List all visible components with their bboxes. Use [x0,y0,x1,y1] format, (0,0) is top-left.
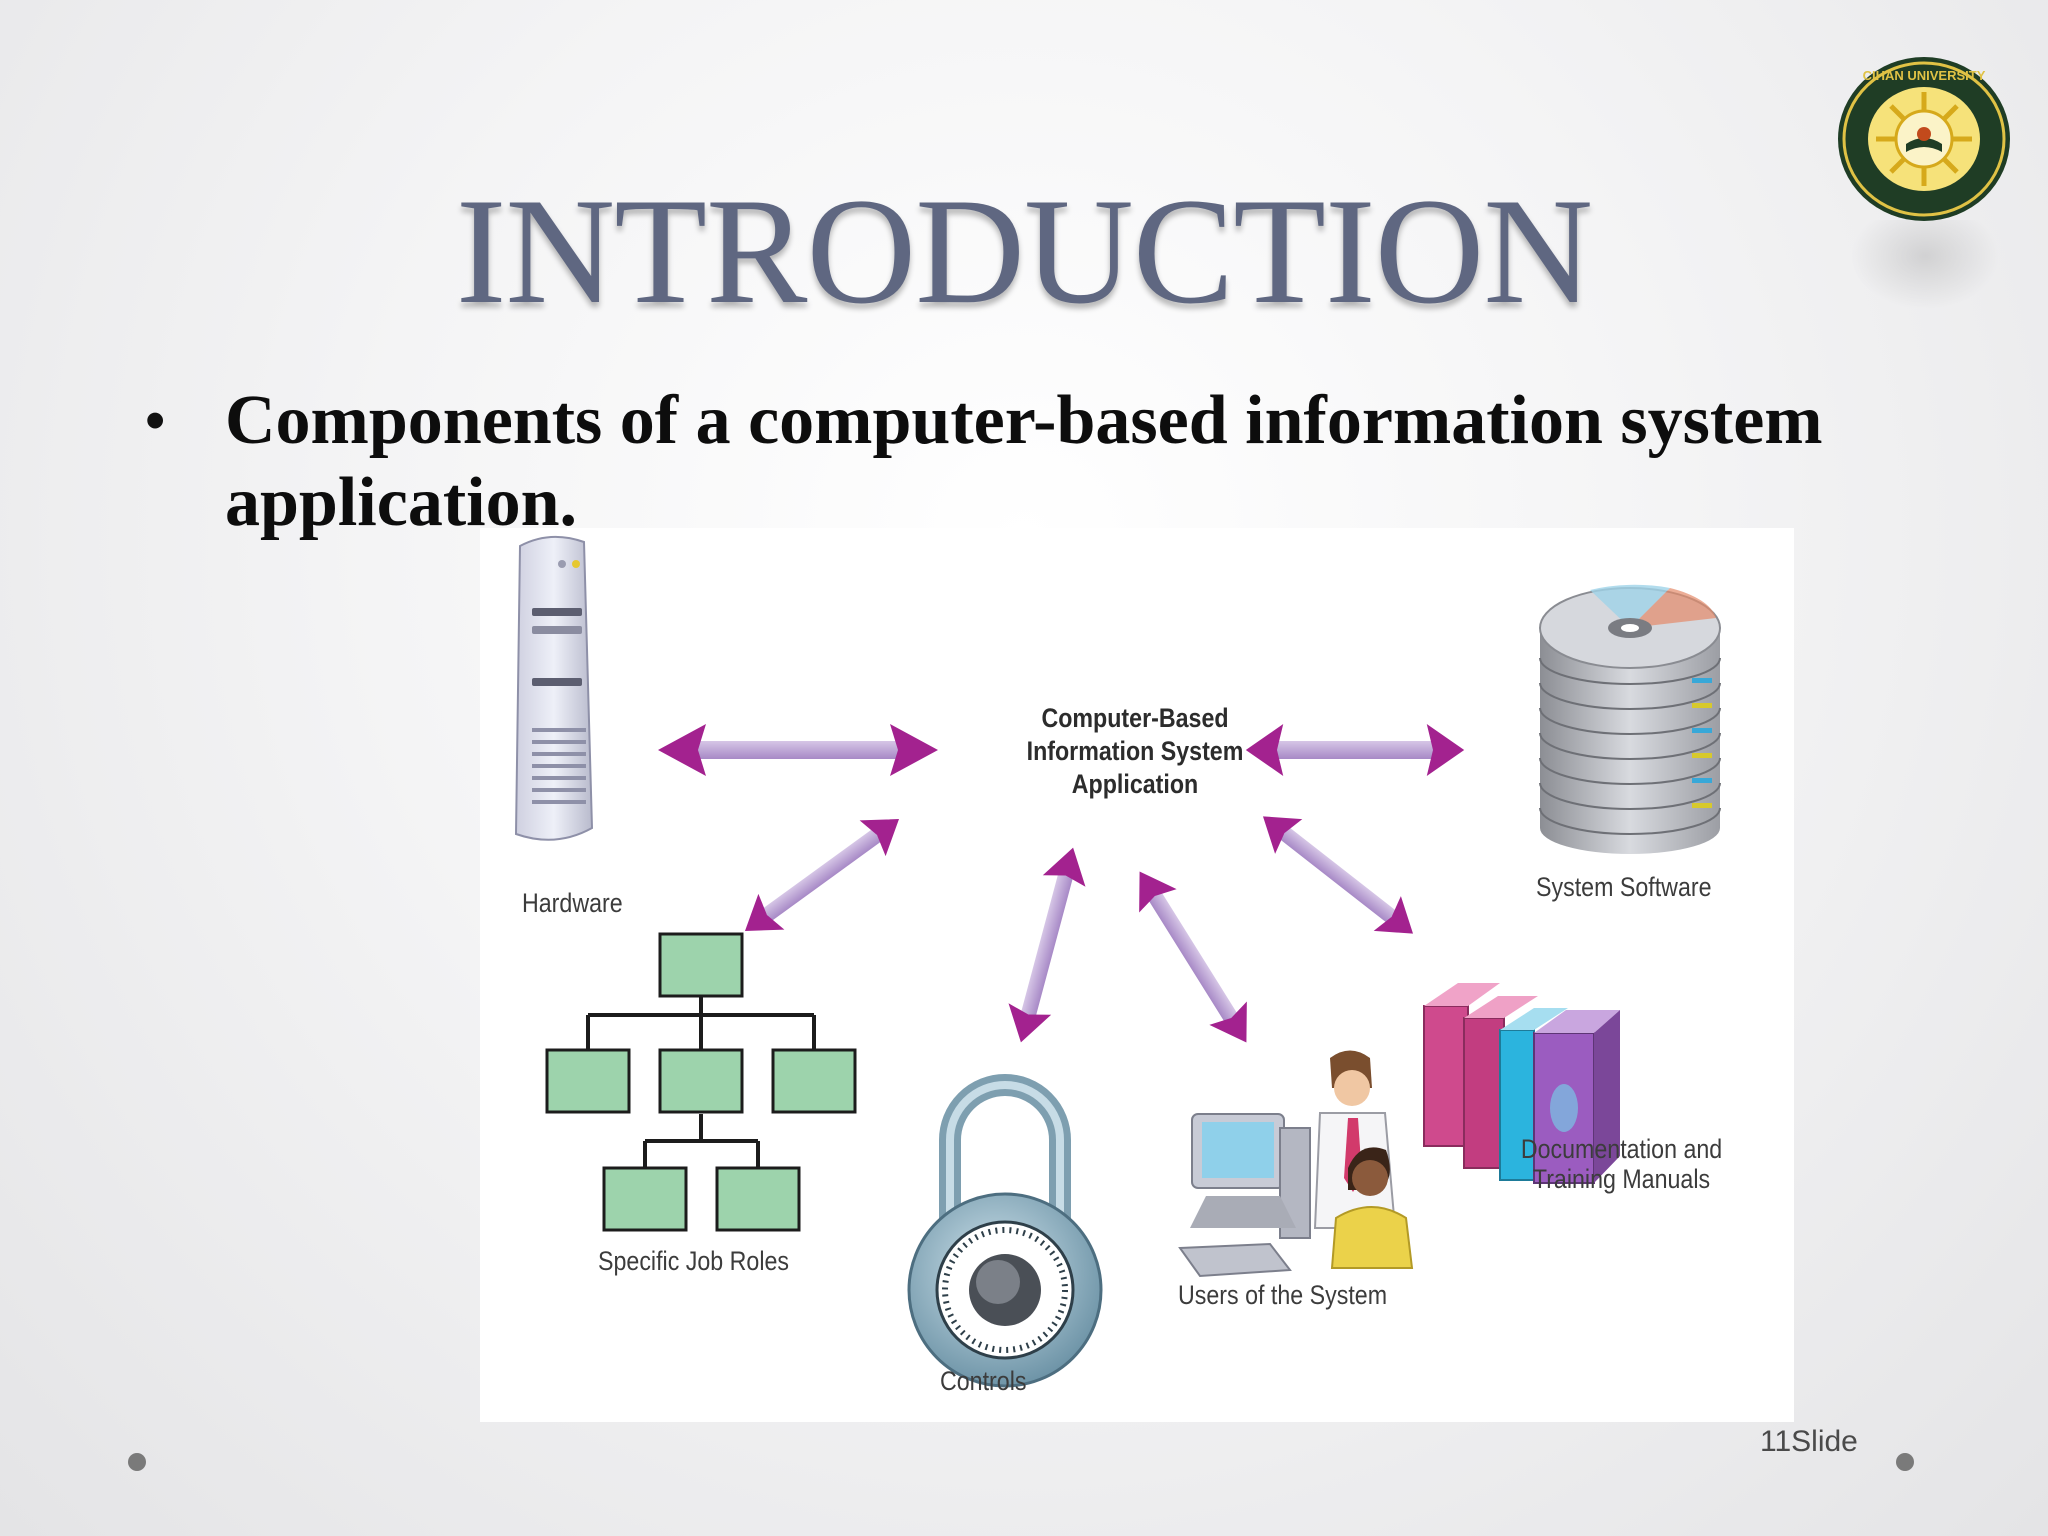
arrow-users [1120,859,1266,1055]
components-diagram: Computer-Based Information System Applic… [480,528,1794,1422]
slide-title: INTRODUCTION [455,167,1593,335]
slide-number: 11Slide [1760,1425,1858,1458]
label-controls: Controls [940,1366,1027,1396]
arrow-system-software [1245,724,1465,776]
diagram-graphics [514,535,1721,1388]
logo-shadow [1850,220,2000,310]
arrow-documentation [1249,798,1427,952]
center-label: Computer-Based Information System Applic… [1026,703,1244,799]
arrow-job-roles [731,801,913,949]
users-at-computer-icon [1178,1050,1414,1278]
footer-dot-right [1896,1453,1914,1471]
padlock-icon [907,1074,1103,1388]
arrow-controls [999,841,1095,1049]
label-system-software: System Software [1536,872,1712,902]
label-specific-job-roles: Specific Job Roles [598,1246,790,1276]
books-icon [1423,983,1620,1184]
logo-text: CIHAN UNIVERSITY [1863,68,1986,83]
label-hardware: Hardware [522,888,623,918]
university-logo: CIHAN UNIVERSITY [1838,57,2010,221]
disc-stack-icon [1539,584,1721,854]
org-chart-icon [586,988,816,1171]
label-users-of-the-system: Users of the System [1178,1280,1388,1310]
bullet-dot: • [145,388,166,453]
org-chart-boxes [545,932,857,1232]
bullet-text: Components of a computer-based informati… [225,382,1823,541]
label-documentation: Documentation and Training Manuals [1520,1134,1723,1194]
arrow-hardware [658,724,938,776]
footer-dot-left [128,1453,146,1471]
server-tower-icon [514,535,594,841]
